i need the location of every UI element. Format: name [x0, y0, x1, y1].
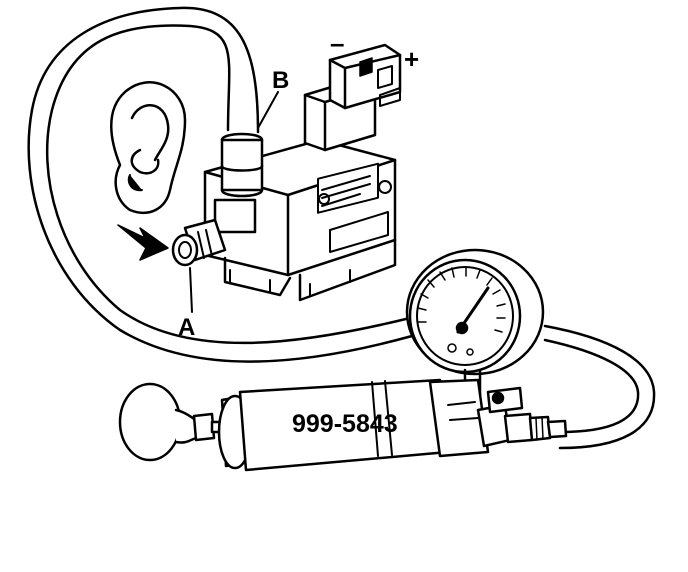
- label-tool-number: 999-5843: [292, 410, 398, 438]
- label-minus: –: [330, 28, 344, 58]
- leader-a: [189, 267, 193, 313]
- hose-loop: [27, 6, 414, 363]
- label-a: A: [178, 314, 195, 341]
- hose-right: [543, 324, 656, 450]
- label-plus: +: [404, 44, 419, 74]
- hand-pump-icon: [118, 378, 568, 472]
- label-b: B: [272, 67, 289, 94]
- ear-icon: [110, 81, 187, 215]
- nipple-a: [171, 198, 257, 267]
- solenoid-valve-icon: [171, 43, 402, 302]
- leader-b: [257, 91, 279, 129]
- arrow-icon: [117, 224, 169, 261]
- pressure-gauge-icon: [405, 248, 545, 397]
